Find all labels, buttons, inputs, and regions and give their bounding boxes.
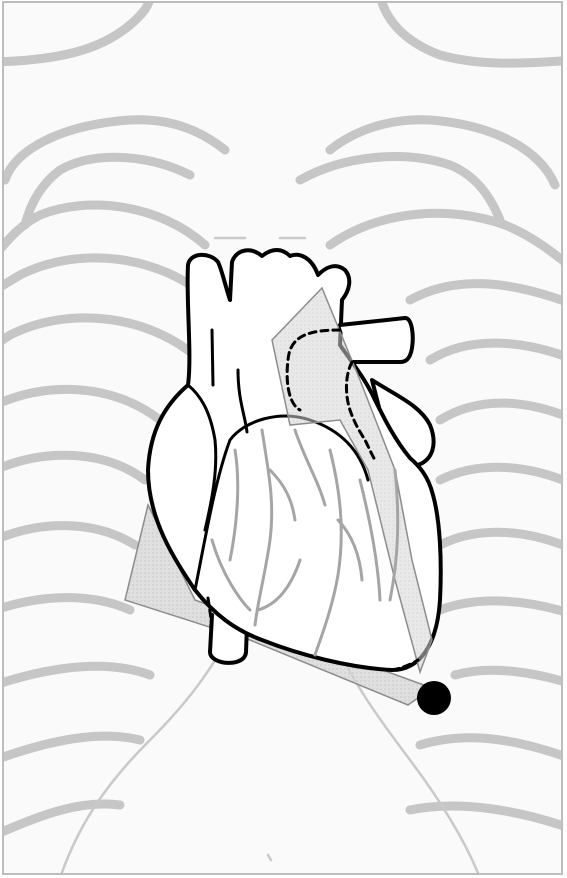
- left-clavicle: [0, 0, 150, 62]
- aorta-inner: [212, 330, 213, 385]
- apex-marker-icon: [417, 681, 451, 715]
- right-clavicle: [380, 0, 567, 63]
- pulmonary-artery: [340, 318, 413, 362]
